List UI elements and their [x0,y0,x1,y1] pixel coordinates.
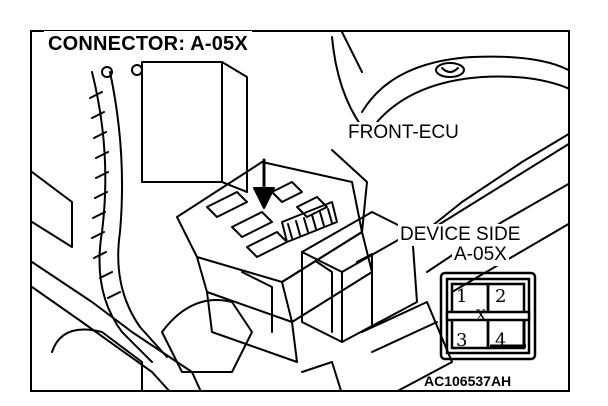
connector-face-diagram [439,271,537,361]
connector-center-mark: X [476,308,486,324]
diagram-title: CONNECTOR: A-05X [44,31,252,57]
diagram-frame [30,30,570,392]
figure-code: AC106537AH [424,373,512,389]
front-ecu-label: FRONT-ECU [346,122,461,144]
engine-bay-illustration [32,32,568,390]
pin-2-label: 2 [495,286,507,307]
connector-id-label: A-05X [452,244,509,266]
pin-3-label: 3 [456,330,468,351]
device-side-label: DEVICE SIDE [398,224,523,246]
pin-1-label: 1 [456,286,468,307]
pin-4-label: 4 [495,330,507,351]
